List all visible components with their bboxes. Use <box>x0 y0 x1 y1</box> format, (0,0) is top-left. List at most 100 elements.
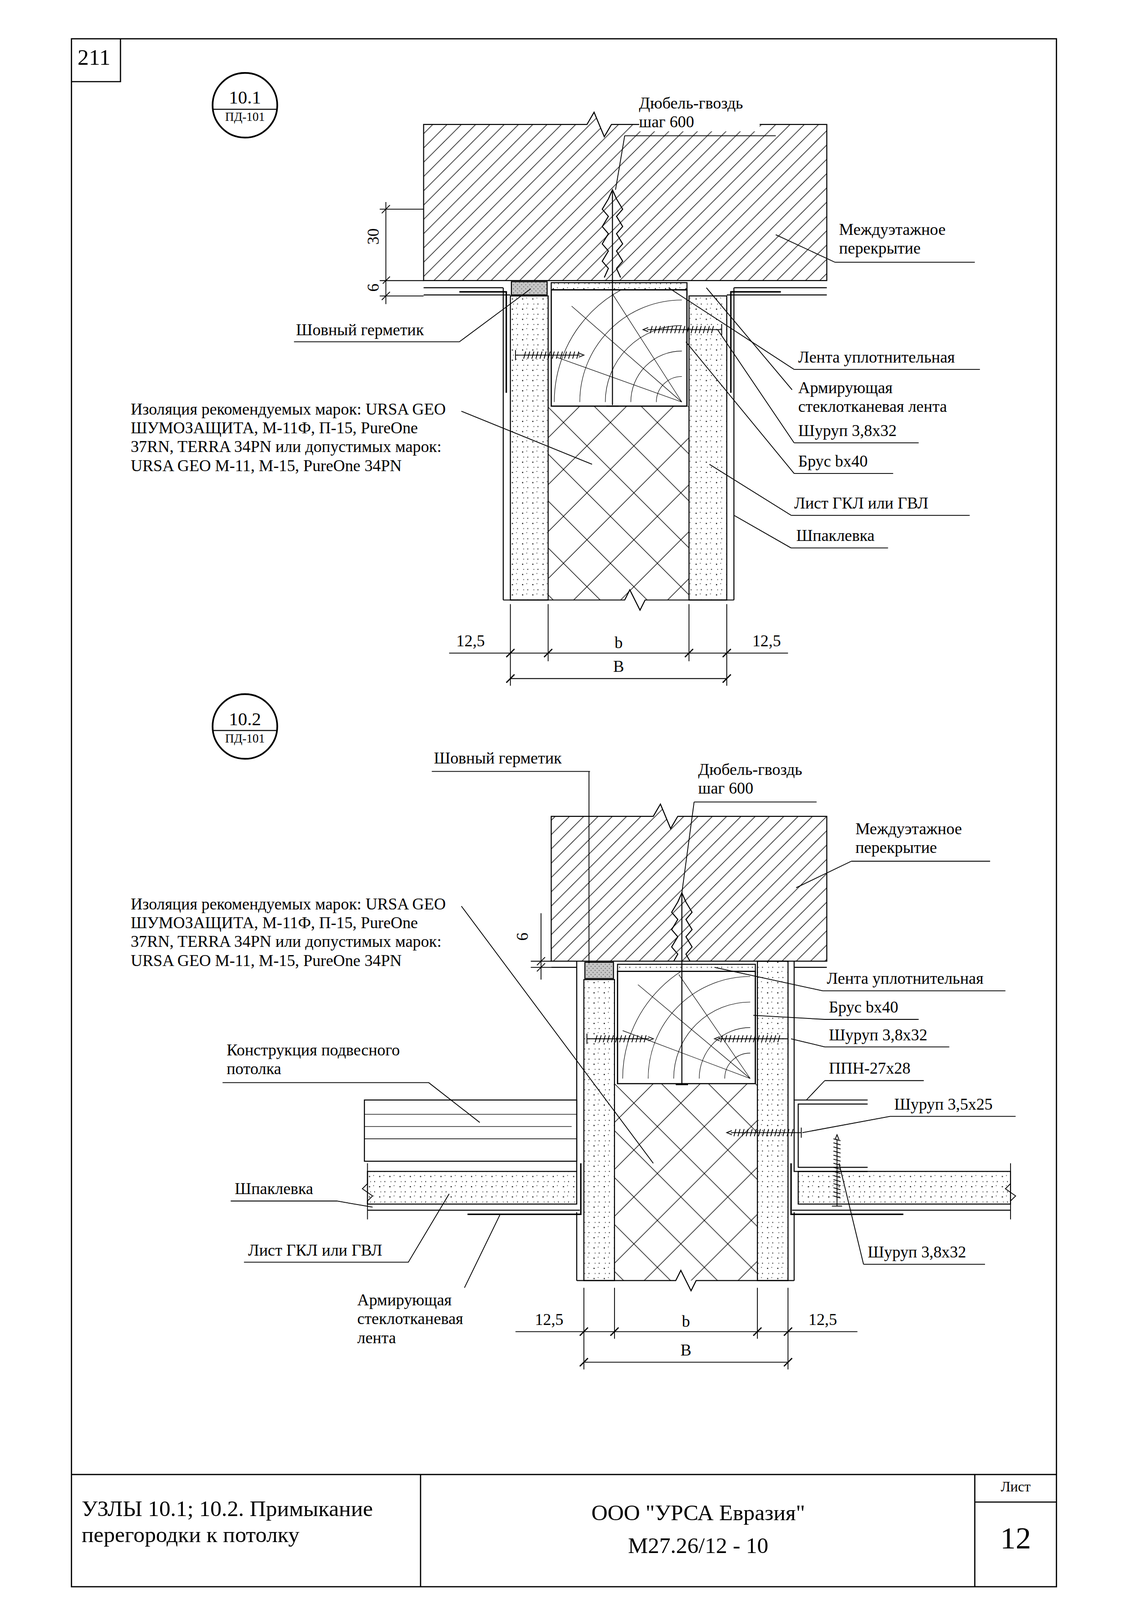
drawing-line <box>362 1163 1016 1220</box>
sheet-reference: ПД-101 <box>211 732 279 746</box>
drawing-line <box>364 1114 577 1140</box>
drawing-line <box>583 979 615 1282</box>
drawing-line <box>706 287 793 391</box>
drawing-line <box>554 289 683 402</box>
detail-10-2 <box>222 771 1016 1370</box>
drawing-line <box>556 293 682 402</box>
annotation-label: Шовный герметик <box>296 320 424 340</box>
annotation-label: 12,5 <box>456 631 485 651</box>
drawing-line <box>244 1194 450 1263</box>
drawing-line <box>839 1163 986 1265</box>
drawing-line <box>831 1135 842 1207</box>
screw-symbols <box>515 324 843 1207</box>
drawing-line <box>757 961 788 1281</box>
drawing-line <box>448 604 788 686</box>
annotation-label: Лента уплотнительная <box>826 969 984 989</box>
callout-number: 10.2 <box>211 709 279 730</box>
annotation-label: Лист <box>1000 1479 1031 1496</box>
drawing-line <box>794 1100 868 1173</box>
annotation-label: 6 <box>513 932 532 942</box>
annotation-label: Междуэтажное перекрытие <box>839 220 972 258</box>
annotation-label: 30 <box>364 228 383 245</box>
drawing-line <box>71 1474 1057 1588</box>
drawing-line <box>617 971 756 1085</box>
drawing-line <box>554 289 683 402</box>
drawing-line <box>617 964 756 972</box>
drawing-line <box>586 1033 653 1044</box>
drawing-line <box>734 515 889 549</box>
drawing-line <box>551 804 827 962</box>
annotation-label: Лист ГКЛ или ГВЛ <box>794 494 929 513</box>
annotation-label: b <box>682 1312 691 1332</box>
annotation-label: ППН-27x28 <box>828 1059 911 1079</box>
drawing-line <box>530 913 552 980</box>
drawing-line <box>802 1116 1017 1134</box>
sheet-reference: ПД-101 <box>211 110 279 125</box>
drawing-line <box>796 861 991 888</box>
drawing-line <box>606 189 619 407</box>
drawing-line <box>510 296 549 601</box>
drawing-line <box>584 962 614 980</box>
drawing-line <box>551 289 688 407</box>
annotation-label: Междуэтажное перекрытие <box>855 819 989 858</box>
callout-number: 10.1 <box>211 87 279 108</box>
annotation-label: Шуруп 3,8x32 <box>867 1243 967 1262</box>
drawing-title: УЗЛЫ 10.1; 10.2. Примыкание перегородки … <box>81 1496 419 1548</box>
annotation-label: Лист ГКЛ или ГВЛ <box>248 1241 383 1261</box>
annotation-label: B <box>680 1341 692 1361</box>
drawing-line <box>579 1328 793 1367</box>
annotation-label: Шовный герметик <box>433 749 562 768</box>
drawing-line <box>726 1127 802 1138</box>
drawing-line <box>461 906 654 1164</box>
drawing-line <box>367 1209 1011 1211</box>
callout-circle: 10.2ПД-101 <box>211 693 279 761</box>
drawing-line <box>423 112 828 281</box>
drawing-line <box>617 971 756 1085</box>
drawing-line <box>668 287 980 370</box>
annotation-label: b <box>614 633 623 653</box>
drawing-line <box>551 282 688 291</box>
sheet-frame <box>71 38 1057 1588</box>
annotation-label: 12,5 <box>752 631 782 651</box>
annotation-label: Дюбель-гвоздь шаг 600 <box>639 93 760 132</box>
annotation-label: М27.26/12 - 10 <box>628 1533 769 1560</box>
drawing-line <box>671 893 693 962</box>
callout-divider <box>212 108 278 110</box>
drawing-line <box>675 893 688 1086</box>
drawing-line <box>515 349 584 360</box>
annotation-label: 12,5 <box>534 1310 564 1330</box>
drawing-line <box>71 38 121 82</box>
drawing-line <box>293 288 531 342</box>
drawing-line <box>367 1171 577 1205</box>
callout-circle: 10.1ПД-101 <box>211 71 279 140</box>
drawing-line <box>688 296 727 601</box>
detail-10-1 <box>293 112 980 686</box>
drawing-line <box>547 406 689 600</box>
drawing-line <box>364 1100 577 1162</box>
annotation-label: 211 <box>77 44 111 71</box>
drawing-line <box>515 1287 858 1370</box>
drawing-line <box>622 974 751 1079</box>
annotation-label: Шуруп 3,5x25 <box>894 1095 993 1115</box>
drawing-line <box>506 649 731 683</box>
drawing-line <box>503 287 735 601</box>
annotation-label: Брус bx40 <box>798 452 868 471</box>
drawing-line <box>798 1171 1011 1205</box>
drawing-line <box>464 1214 501 1288</box>
annotation-label: Брус bx40 <box>828 998 899 1017</box>
drawing-line <box>614 1084 758 1282</box>
annotation-label: Изоляция рекомендуемых марок: URSA GEO Ш… <box>130 400 459 476</box>
drawing-line <box>551 289 688 407</box>
annotation-label: Шуруп 3,8x32 <box>798 421 897 441</box>
drawing-line <box>222 1083 480 1123</box>
drawing-line <box>503 589 735 611</box>
annotation-label: Армирующая стеклотканевая лента <box>357 1291 480 1348</box>
drawing-line <box>379 202 424 305</box>
drawing-line <box>576 1270 795 1292</box>
annotation-label: Конструкция подвесного потолка <box>226 1041 431 1079</box>
drawing-line <box>230 1201 373 1208</box>
annotation-label: Лента уплотнительная <box>798 348 955 367</box>
drawing-line <box>622 971 751 1079</box>
drawing-line <box>643 324 722 335</box>
drawing-line <box>714 967 1006 991</box>
